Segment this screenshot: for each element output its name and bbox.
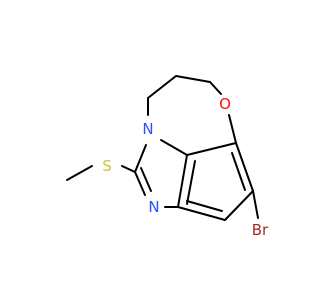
oxygen-atom-label: O — [219, 95, 231, 113]
bromine-atom-label: Br — [252, 221, 269, 239]
sulfur-atom-label: S — [102, 157, 112, 175]
nitrogen-imine-atom-label: N — [148, 198, 159, 216]
bond-ch2-ch2-b — [175, 75, 211, 83]
bond-c2-n3-second — [140, 167, 152, 192]
bond-c7a-c3a-inner — [186, 160, 196, 205]
nitrogen-ring-atom-label: N — [142, 120, 153, 138]
bond-c5-c4 — [177, 206, 226, 221]
bond-c6-bromine — [252, 190, 259, 219]
bond-c6-c5 — [224, 190, 254, 221]
molecule-canvas: O N S N Br — [66, 75, 270, 239]
bond-oxygen-aromatic — [228, 114, 237, 144]
bond-methyl-sulfur — [66, 165, 93, 181]
bond-c7a-c7 — [186, 142, 237, 156]
bond-c2-n1 — [134, 144, 147, 173]
molecule-structure: O N S N Br — [66, 75, 269, 239]
atom-labels: O N S N Br — [102, 95, 269, 239]
bonds — [66, 75, 259, 221]
bond-c7a-c3a — [177, 154, 188, 208]
bond-n1-c7a — [160, 139, 188, 156]
bond-ch2-oxygen — [209, 81, 222, 95]
bond-ch2-ch2-a — [147, 75, 177, 99]
bond-sulfur-c2 — [121, 165, 136, 173]
bond-c7-c6-inner — [231, 152, 246, 191]
bond-c7-c6 — [235, 142, 254, 192]
bond-c2-n3 — [134, 171, 146, 196]
bond-c5-c4-inner — [186, 200, 223, 212]
